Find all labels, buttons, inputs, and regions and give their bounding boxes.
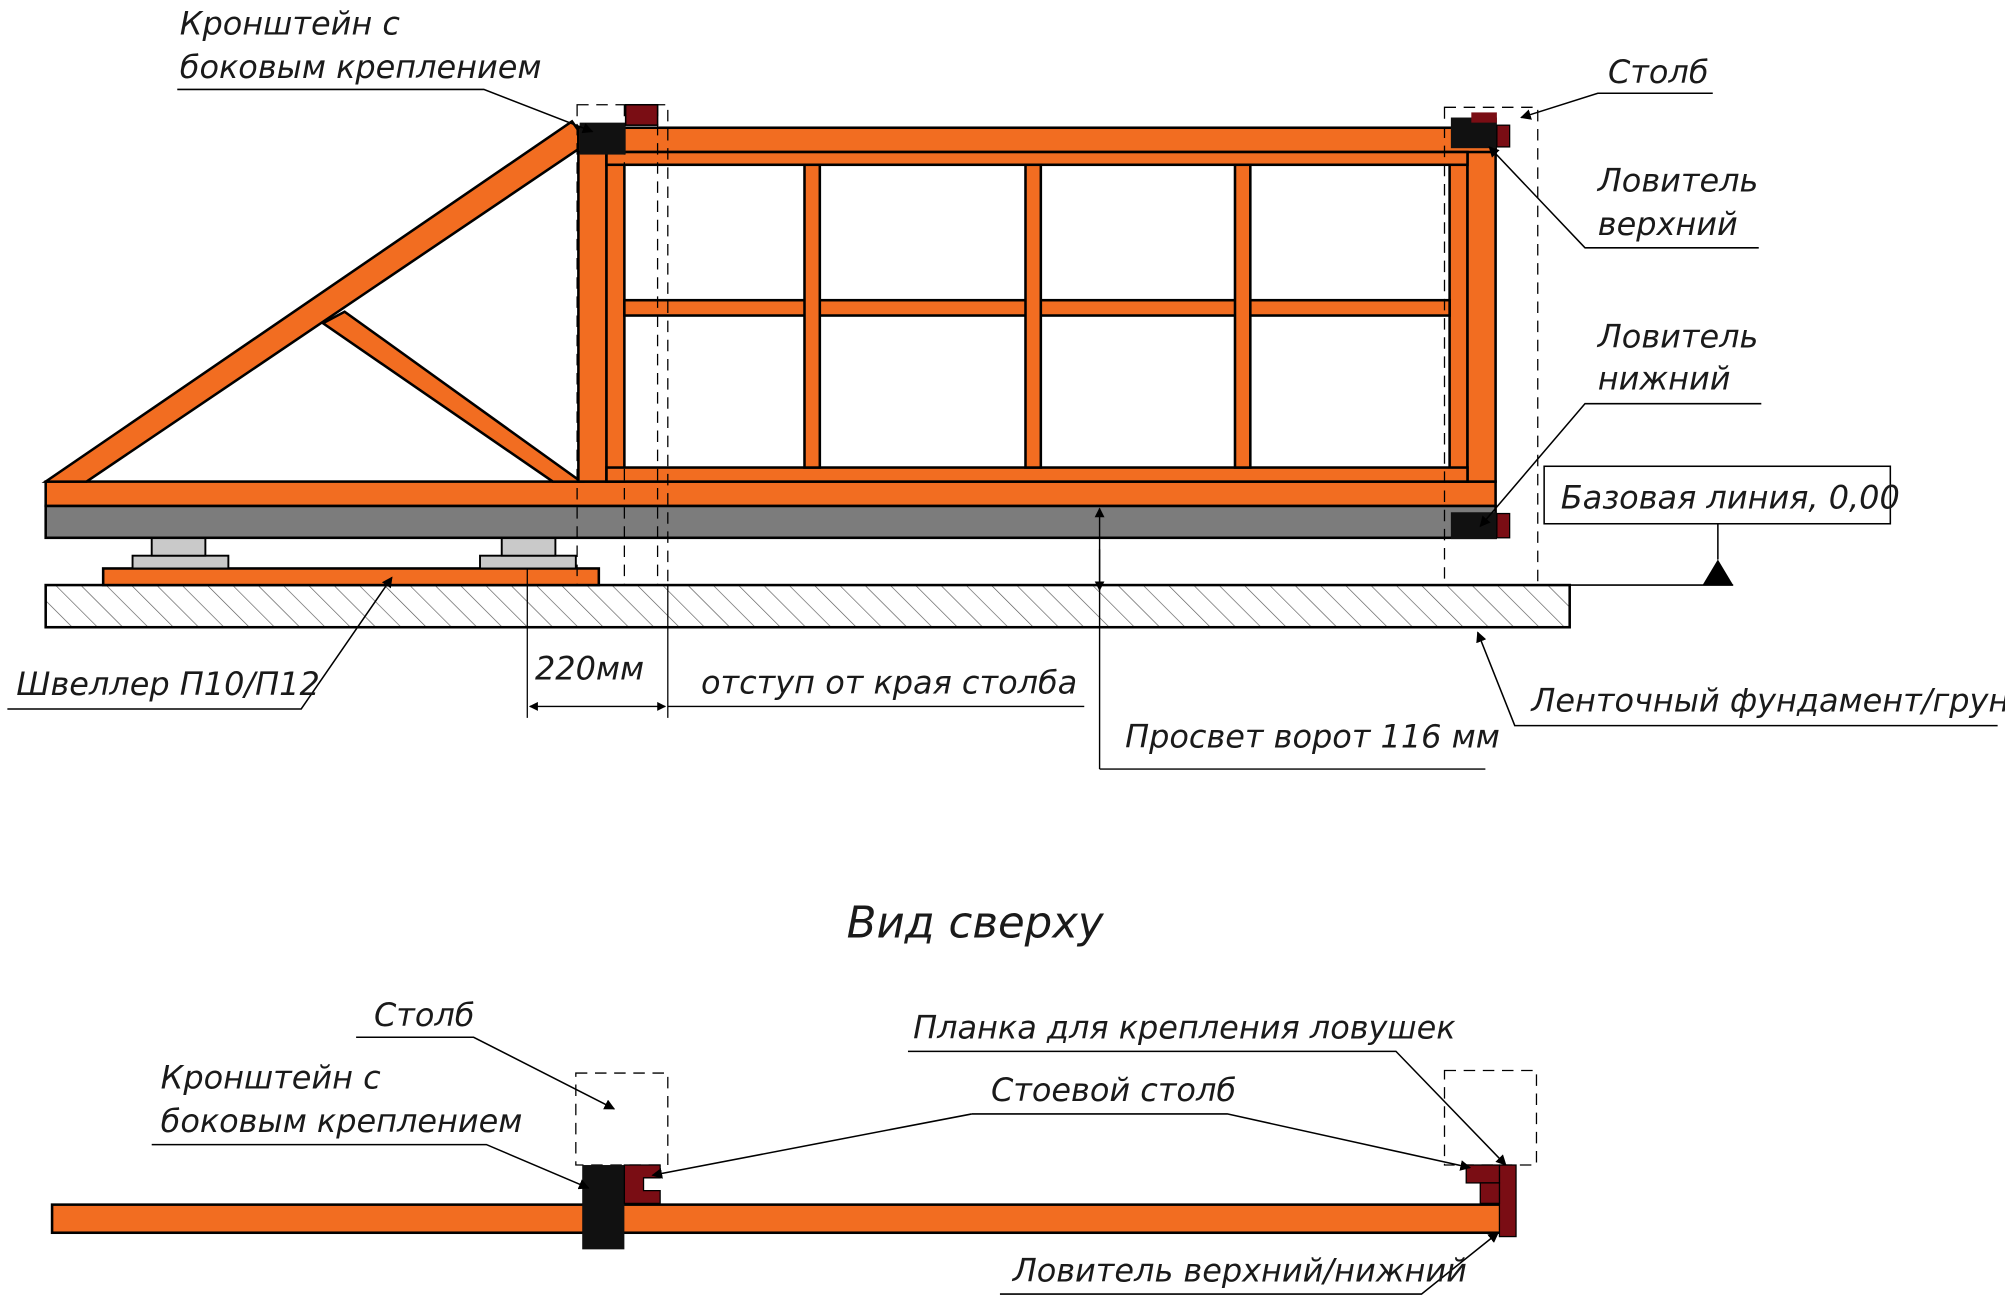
label-catcher-bottom-line2: нижний (1598, 360, 1731, 398)
post-right-outline (1443, 106, 1539, 586)
bracket-block (579, 122, 626, 155)
leader-post (1520, 92, 1713, 120)
base-line-triangle (1702, 559, 1734, 586)
foundation-strip (44, 583, 1571, 629)
catcher-bottom-block (1450, 512, 1497, 540)
top-catch-plate-left (623, 1164, 661, 1204)
leader-mount-bar (907, 1050, 1507, 1166)
label-mount-bar: Планка для крепления ловушек (913, 1009, 1456, 1047)
label-catcher-bottom-line1: Ловитель (1597, 317, 1759, 355)
catcher-bottom-tab (1496, 512, 1511, 539)
top-bracket (582, 1165, 625, 1250)
frame-inner-right (1448, 152, 1469, 483)
label-channel: Швеллер П10/П12 (16, 665, 319, 703)
top-catcher-neck (1479, 1182, 1501, 1204)
label-clearance: Просвет ворот 116 мм (1125, 717, 1500, 755)
top-post-right (1443, 1069, 1538, 1166)
leader-upright-right (971, 1113, 1472, 1171)
label-post-upright: Стоевой столб (991, 1071, 1236, 1109)
post-left-outline (576, 104, 669, 586)
leader-top-bracket (151, 1143, 590, 1190)
bottom-beam (44, 480, 1497, 508)
label-top-bracket-line2: боковым креплением (161, 1102, 523, 1140)
top-upright (1498, 1164, 1517, 1238)
label-post: Столб (1608, 53, 1709, 91)
inner-bar (1233, 163, 1252, 469)
label-catcher-top-line1: Ловитель (1597, 162, 1759, 200)
channel-beam (101, 567, 601, 587)
top-view: Вид сверху Столб Кронштейн с боковым кре… (50, 899, 1538, 1295)
top-catcher (1465, 1164, 1501, 1184)
bracket-cap (624, 103, 659, 126)
guide-channel (44, 504, 1497, 540)
label-bracket-line2: боковым креплением (180, 48, 542, 86)
frame-right-post (1466, 126, 1497, 483)
frame-top-beam (577, 126, 1497, 154)
leader-foundation (1476, 631, 1998, 727)
top-gate-beam (50, 1203, 1504, 1235)
leader-upright-left (651, 1113, 972, 1179)
catcher-top-tab (1496, 124, 1511, 148)
label-base-line: Базовая линия, 0,00 (1561, 478, 1900, 516)
leader-bracket (177, 88, 594, 134)
leader-top-post (356, 1036, 616, 1110)
frame-left-post (577, 126, 608, 483)
base-line-box (1543, 465, 1892, 525)
label-catchers: Ловитель верхний/нижний (1012, 1251, 1467, 1289)
inner-brace (320, 310, 585, 483)
frame-top-inner (605, 150, 1469, 167)
label-catcher-top-line2: верхний (1598, 205, 1738, 243)
side-view: Кронштейн с боковым креплением Столб Лов… (7, 4, 2005, 770)
label-top-post: Столб (374, 996, 475, 1034)
inner-bar (803, 163, 822, 469)
leader-catcher-top (1488, 146, 1759, 249)
frame-bottom-inner (605, 466, 1469, 483)
leader-channel (7, 576, 393, 710)
leader-catcher-bottom (1479, 402, 1762, 528)
leader-catchers (999, 1232, 1499, 1295)
label-offset-value: 220мм (535, 650, 644, 688)
catcher-top-cap (1471, 112, 1497, 123)
inner-bar (1024, 163, 1043, 469)
label-top-bracket-line1: Кронштейн с (161, 1058, 382, 1096)
frame-inner-left (605, 152, 626, 483)
label-offset-text: отступ от края столба (701, 664, 1077, 702)
top-view-title: Вид сверху (847, 899, 1105, 949)
label-foundation: Ленточный фундамент/грунт (1530, 682, 2005, 720)
top-post-left (575, 1072, 669, 1166)
label-bracket-line1: Кронштейн с (180, 4, 401, 42)
